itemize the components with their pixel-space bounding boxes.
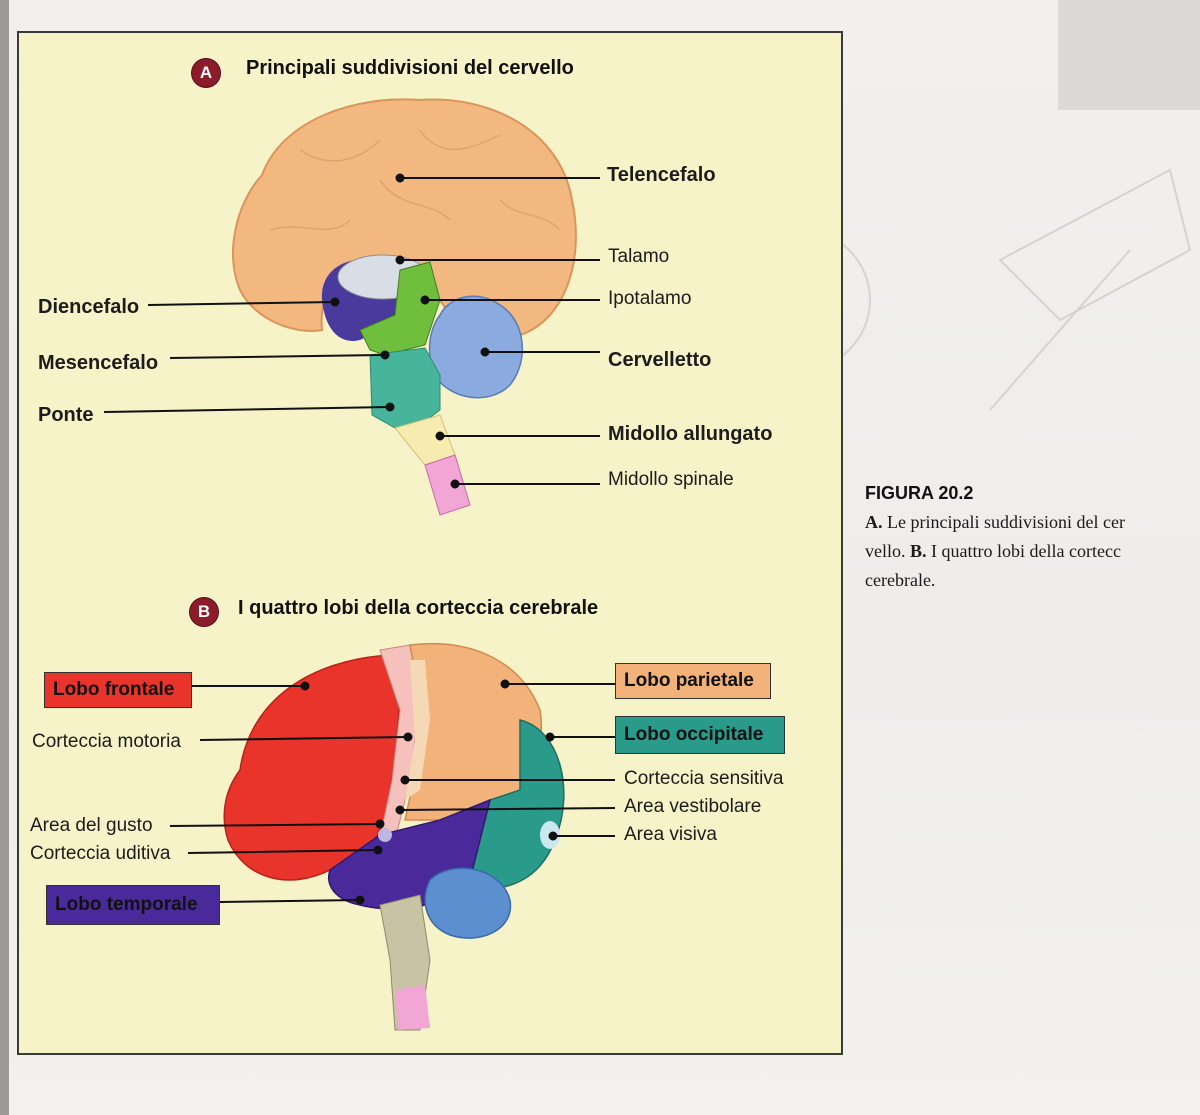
label-ipotalamo: Ipotalamo bbox=[608, 288, 691, 310]
label-midollo-allungato: Midollo allungato bbox=[608, 423, 772, 446]
label-corteccia-sensitiva: Corteccia sensitiva bbox=[624, 768, 783, 790]
badge-a: A bbox=[192, 59, 220, 87]
label-midollo-spinale: Midollo spinale bbox=[608, 469, 734, 491]
figure-caption-line-1: A. Le principali suddivisioni del cer bbox=[865, 512, 1125, 533]
figure-caption-title: FIGURA 20.2 bbox=[865, 483, 973, 504]
label-area-visiva: Area visiva bbox=[624, 824, 717, 846]
figure-caption-line-3: cerebrale. bbox=[865, 570, 935, 591]
panel-b-title: I quattro lobi della corteccia cerebrale bbox=[238, 597, 598, 620]
caption-text-2c: I quattro lobi della cortecc bbox=[931, 541, 1121, 561]
label-telencefalo: Telencefalo bbox=[607, 164, 716, 187]
label-diencefalo: Diencefalo bbox=[38, 296, 139, 319]
label-corteccia-uditiva: Corteccia uditiva bbox=[30, 843, 170, 865]
label-lobo-occipitale: Lobo occipitale bbox=[615, 716, 785, 754]
caption-text-2a: vello. bbox=[865, 541, 906, 561]
cervelletto-shape bbox=[430, 296, 523, 397]
caption-text-1: Le principali suddivisioni del cer bbox=[887, 512, 1125, 532]
figure-caption-line-2: vello. B. I quattro lobi della cortecc bbox=[865, 541, 1121, 562]
label-cervelletto: Cervelletto bbox=[608, 349, 711, 372]
label-ponte: Ponte bbox=[38, 404, 94, 427]
panel-a-title: Principali suddivisioni del cervello bbox=[246, 57, 574, 80]
label-lobo-frontale: Lobo frontale bbox=[44, 672, 192, 708]
label-lobo-temporale: Lobo temporale bbox=[46, 885, 220, 925]
label-corteccia-motoria: Corteccia motoria bbox=[32, 731, 181, 753]
label-mesencefalo: Mesencefalo bbox=[38, 352, 158, 375]
label-area-del-gusto: Area del gusto bbox=[30, 815, 153, 837]
caption-label-b: B. bbox=[910, 541, 927, 561]
badge-b: B bbox=[190, 598, 218, 626]
label-area-vestibolare: Area vestibolare bbox=[624, 796, 761, 818]
ponte-shape bbox=[370, 348, 440, 428]
caption-label-a: A. bbox=[865, 512, 883, 532]
label-talamo: Talamo bbox=[608, 246, 669, 268]
label-lobo-parietale: Lobo parietale bbox=[615, 663, 771, 699]
